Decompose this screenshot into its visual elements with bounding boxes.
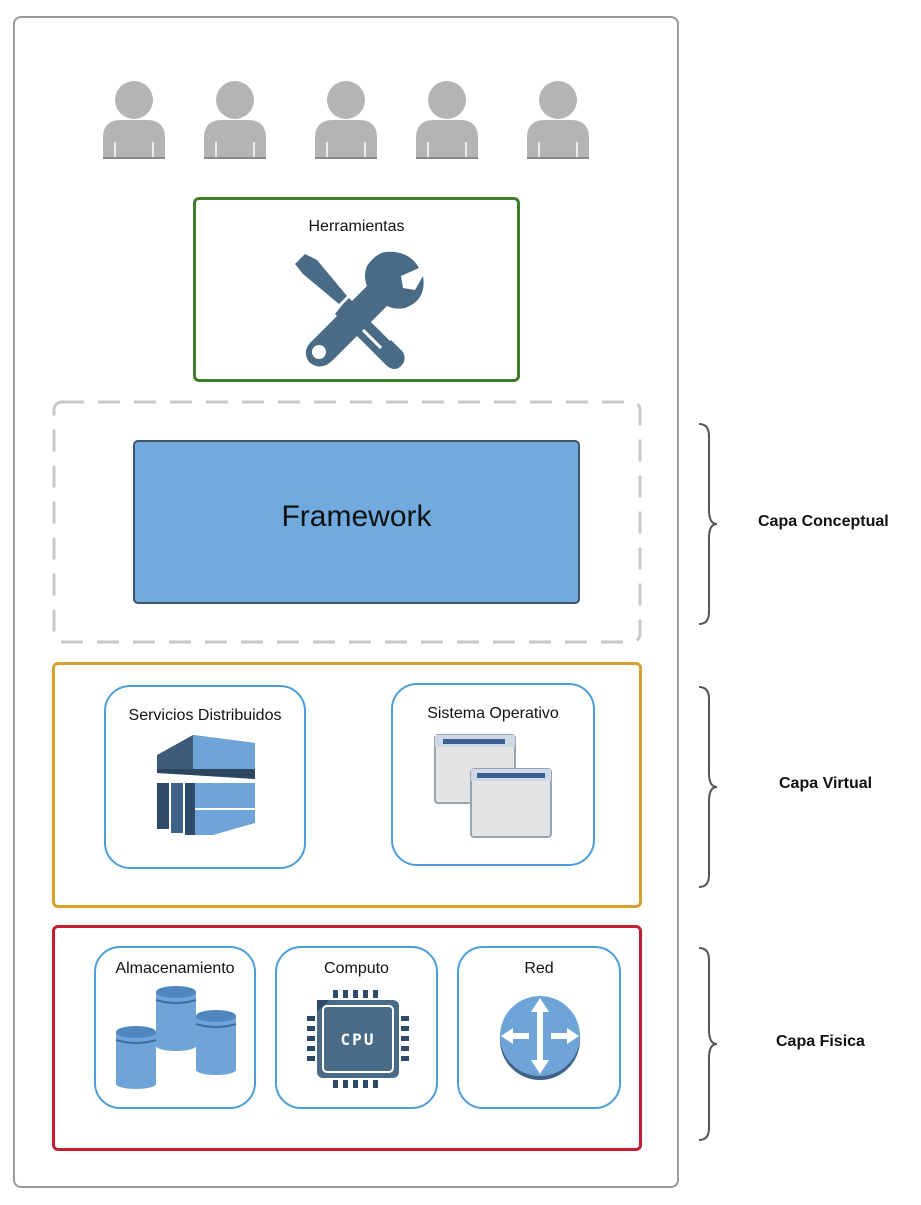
- user-icon: [315, 81, 377, 159]
- physical-layer-box: [52, 925, 642, 1151]
- windows-icon: [434, 734, 552, 838]
- cpu-chip-label: CPU: [340, 1030, 376, 1049]
- servicios-distribuidos-card: Servicios Distribuidos: [104, 685, 306, 869]
- layer-label-conceptual: Capa Conceptual: [758, 513, 889, 530]
- user-icon: [416, 81, 478, 159]
- tools-title: Herramientas: [308, 218, 405, 235]
- computo-title: Computo: [324, 960, 389, 977]
- virtual-layer-box: [52, 662, 642, 908]
- almacenamiento-title: Almacenamiento: [115, 960, 235, 977]
- servicios-title: Servicios Distribuidos: [128, 707, 282, 724]
- tools-box: [193, 197, 520, 382]
- diagram-frame: [13, 16, 679, 1188]
- cpu-icon: [307, 990, 409, 1088]
- distributed-services-icon: [157, 735, 255, 835]
- layer-label-fisica: Capa Fisica: [776, 1033, 865, 1050]
- red-card: Red: [457, 946, 621, 1109]
- brace-fisica: [698, 947, 718, 1141]
- framework-box: [133, 440, 580, 604]
- brace-virtual: [698, 686, 718, 888]
- conceptual-layer-box: [52, 400, 642, 644]
- sistema-title: Sistema Operativo: [427, 705, 559, 722]
- user-icon: [103, 81, 165, 159]
- framework-title: Framework: [281, 500, 432, 533]
- brace-conceptual: [698, 423, 718, 625]
- computo-card: Computo CPU: [275, 946, 438, 1109]
- red-title: Red: [524, 960, 554, 977]
- user-icon: [527, 81, 589, 159]
- database-icon: [115, 986, 237, 1089]
- wrench-screwdriver-icon: [295, 251, 424, 369]
- layer-label-virtual: Capa Virtual: [779, 775, 873, 792]
- sistema-operativo-card: Sistema Operativo: [391, 683, 595, 866]
- almacenamiento-card: Almacenamiento: [94, 946, 256, 1109]
- user-icon: [204, 81, 266, 159]
- router-icon: [500, 996, 580, 1080]
